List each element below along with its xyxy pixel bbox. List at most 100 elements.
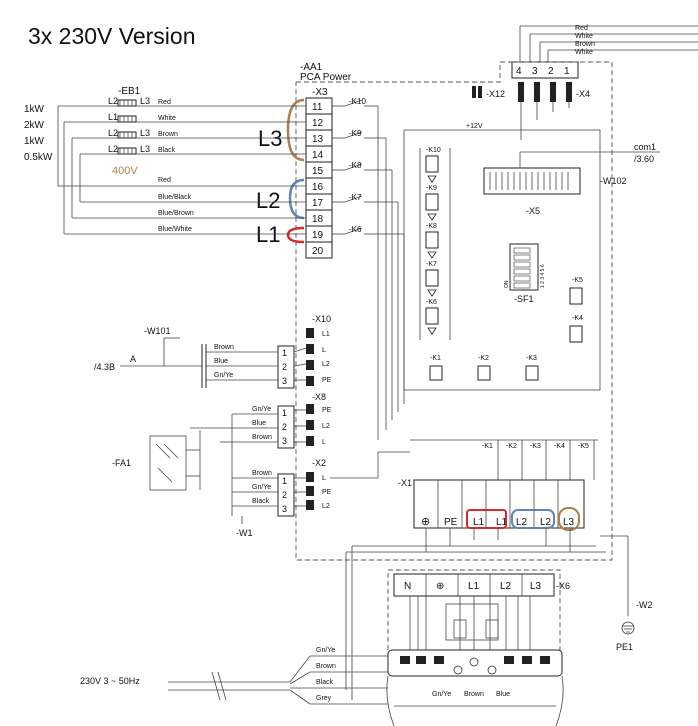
plus12v-label: +12V: [466, 123, 483, 130]
fa1-breaker: -FA1: [112, 430, 201, 491]
x2-connector: -X2 L PE L2 1 2 3 Brown Gn/Ye Black -W1: [232, 451, 410, 538]
relay-contact-label: -K3: [530, 443, 541, 450]
relay-row-label: -K2: [478, 355, 489, 362]
x2-wire: Black: [252, 498, 270, 505]
x10-pin: 2: [282, 362, 287, 372]
l3-group-bracket: [286, 98, 305, 162]
x10-pin: 3: [282, 376, 287, 386]
pe1-label: PE1: [616, 642, 633, 652]
x1-term: L1: [496, 517, 508, 528]
supply-wire: Grey: [316, 695, 332, 702]
relay-right-label: -K5: [572, 277, 583, 284]
x12-label: -X12: [486, 89, 505, 99]
x8-term: L2: [322, 423, 330, 430]
relay-ref: -K8: [349, 161, 362, 170]
eb1-terminal: L3: [140, 144, 150, 154]
w102-label: -W102: [600, 176, 627, 186]
x6-term: L2: [500, 581, 512, 592]
power-level: 0.5kW: [24, 152, 53, 163]
l3-group-label: L3: [258, 126, 282, 151]
x10-term: L2: [322, 361, 330, 368]
eb1-terminal: L2: [108, 144, 118, 154]
ref-a-label: A: [130, 354, 136, 364]
supply-cable: 230V 3 ~ 50Hz Gn/Ye Brown Black Grey: [80, 647, 388, 705]
x1-l1-highlight: [466, 509, 507, 529]
com1-label: com1: [634, 142, 656, 152]
x1-term: L1: [473, 517, 485, 528]
supply-wire: Brown: [316, 663, 336, 670]
x3-terminal: 14: [312, 150, 324, 161]
voltage-400-label: 400V: [112, 165, 138, 177]
eb1-wire-label: Brown: [158, 131, 178, 138]
x10-connector: -X10 L1 L L2 PE 1 2 3 Brown Blue Gn/Ye -…: [94, 314, 332, 389]
x4-connector: Red White Brown White 4 3 2 1 -X12 -X4: [472, 25, 698, 140]
sf1-label: -SF1: [514, 294, 534, 304]
x3-wire-label: Blue/White: [158, 226, 192, 233]
relay-block: +12V -K10 -K9 -K8 -K7 -K6 -X5 com1 /3.60…: [403, 123, 660, 391]
x10-term: PE: [322, 377, 332, 384]
x1-terminal-strip: -X1 ⊕ PE L1 L1 L2 L2 L3: [398, 478, 585, 531]
x8-wire: Brown: [252, 434, 272, 441]
x10-term: L1: [322, 331, 330, 338]
x2-pin: 1: [282, 476, 287, 486]
aa1-label: -AA1: [300, 62, 323, 73]
x6-terminal-block: -W2 PE1 N ⊕ L1 L2 L3 -X6: [345, 528, 653, 726]
x3-terminal: 12: [312, 118, 324, 129]
w101-label: -W101: [144, 326, 171, 336]
pca-power-enclosure: -AA1 PCA Power -X3: [295, 61, 613, 561]
x2-term: PE: [322, 489, 332, 496]
x10-wire: Gn/Ye: [214, 372, 233, 379]
power-level: 1kW: [24, 136, 45, 147]
x2-label: -X2: [312, 458, 326, 468]
l2-group-bracket: [288, 178, 305, 220]
plug-label: Gn/Ye: [432, 691, 451, 698]
x4-wire-label: White: [575, 49, 593, 56]
x3-wire-label: Blue/Black: [158, 194, 192, 201]
x4-wire-label: Brown: [575, 41, 595, 48]
x1-term: ⊕: [421, 515, 430, 528]
x3-terminal: 18: [312, 214, 324, 225]
eb1-wire-label: Black: [158, 147, 176, 154]
x6-term: N: [404, 581, 411, 592]
w2-label: -W2: [636, 600, 653, 610]
x2-pin: 2: [282, 490, 287, 500]
x3-wire-label: Blue/Brown: [158, 210, 194, 217]
eb1-heater: -EB1 1kW 2kW 1kW 0.5kW L2 L3 L1 L2 L3 L2…: [24, 86, 306, 235]
power-level: 1kW: [24, 104, 45, 115]
x10-term: L: [322, 347, 326, 354]
relay-contact-label: -K5: [578, 443, 589, 450]
x4-pin: 3: [532, 66, 538, 77]
supply-wire: Black: [316, 679, 334, 686]
eb1-terminal: L3: [140, 128, 150, 138]
x6-term: L3: [530, 581, 542, 592]
relay-contact-label: -K1: [482, 443, 493, 450]
relay-block-label: -K6: [426, 299, 437, 306]
x3-terminal: 11: [312, 102, 323, 113]
page-title: 3x 230V Version: [28, 23, 196, 49]
relay-row-label: -K1: [430, 355, 441, 362]
x3-wire-label: Red: [158, 177, 171, 184]
l1-group-bracket: [286, 226, 305, 244]
supply-label: 230V 3 ~ 50Hz: [80, 676, 140, 686]
pca-power-label: PCA Power: [300, 72, 352, 83]
eb1-label: -EB1: [118, 86, 141, 97]
x2-wire: Gn/Ye: [252, 484, 271, 491]
x10-pin: 1: [282, 348, 287, 358]
plug-label: Blue: [496, 691, 510, 698]
x8-connector: -X8 PE L2 L 1 2 3 Gn/Ye Blue Brown: [190, 392, 332, 516]
sf1-numbers: 1 2 3 4 5 6: [540, 264, 546, 288]
x6-term: ⊕: [436, 581, 444, 592]
x10-wire: Blue: [214, 358, 228, 365]
power-level: 2kW: [24, 120, 45, 131]
relay-block-label: -K9: [426, 185, 437, 192]
relay-ref: -K9: [349, 129, 362, 138]
x5-label: -X5: [526, 206, 540, 216]
relay-ref: -K10: [349, 97, 366, 106]
x3-terminal: 15: [312, 166, 324, 177]
x4-pin: 2: [548, 66, 554, 77]
eb1-wire-label: White: [158, 115, 176, 122]
x2-term: L2: [322, 503, 330, 510]
x6-term: L1: [468, 581, 480, 592]
l1-group-label: L1: [256, 222, 280, 247]
